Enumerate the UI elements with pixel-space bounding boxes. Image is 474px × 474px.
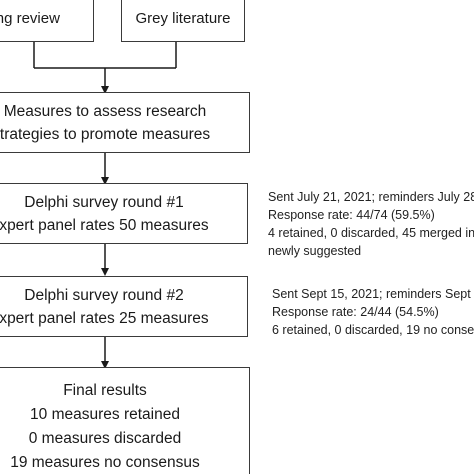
round2-note-response: Response rate: 24/44 (54.5%) (272, 305, 439, 319)
delphi-round1-box: Delphi survey round #1 xpert panel rates… (0, 183, 248, 244)
round1-note-suggested: newly suggested (268, 244, 362, 258)
grey-literature-box: Grey literature (121, 0, 245, 42)
round2-title: Delphi survey round #2 (24, 287, 184, 304)
round1-note-response: Response rate: 44/74 (59.5%) (268, 208, 435, 222)
round2-notes: Sent Sept 15, 2021; reminders Sept 2 Res… (272, 285, 474, 339)
grey-literature-label: Grey literature (135, 10, 231, 27)
final-retained: 10 measures retained (30, 406, 180, 423)
round2-note-sent: Sent Sept 15, 2021; reminders Sept 2 (272, 287, 474, 301)
round2-subtitle: xpert panel rates 25 measures (0, 310, 209, 327)
round2-note-outcome: 6 retained, 0 discarded, 19 no consens (272, 323, 474, 337)
measures-box: Measures to assess research trategies to… (0, 92, 250, 153)
final-no-consensus: 19 measures no consensus (10, 454, 200, 471)
final-results-box: Final results 10 measures retained 0 mea… (0, 367, 250, 474)
round1-subtitle: xpert panel rates 50 measures (0, 217, 209, 234)
round1-title: Delphi survey round #1 (24, 194, 184, 211)
measures-line-1: Measures to assess research (3, 103, 207, 120)
round1-note-sent: Sent July 21, 2021; reminders July 28 (268, 190, 474, 204)
delphi-round2-box: Delphi survey round #2 xpert panel rates… (0, 276, 248, 337)
scoping-review-box: ping review (0, 0, 94, 42)
final-discarded: 0 measures discarded (28, 430, 182, 447)
final-title: Final results (63, 382, 147, 399)
scoping-review-label: ping review (0, 10, 60, 27)
round1-notes: Sent July 21, 2021; reminders July 28 Re… (268, 188, 474, 260)
round1-note-outcome: 4 retained, 0 discarded, 45 merged in (268, 226, 474, 240)
measures-line-2: trategies to promote measures (0, 126, 211, 143)
